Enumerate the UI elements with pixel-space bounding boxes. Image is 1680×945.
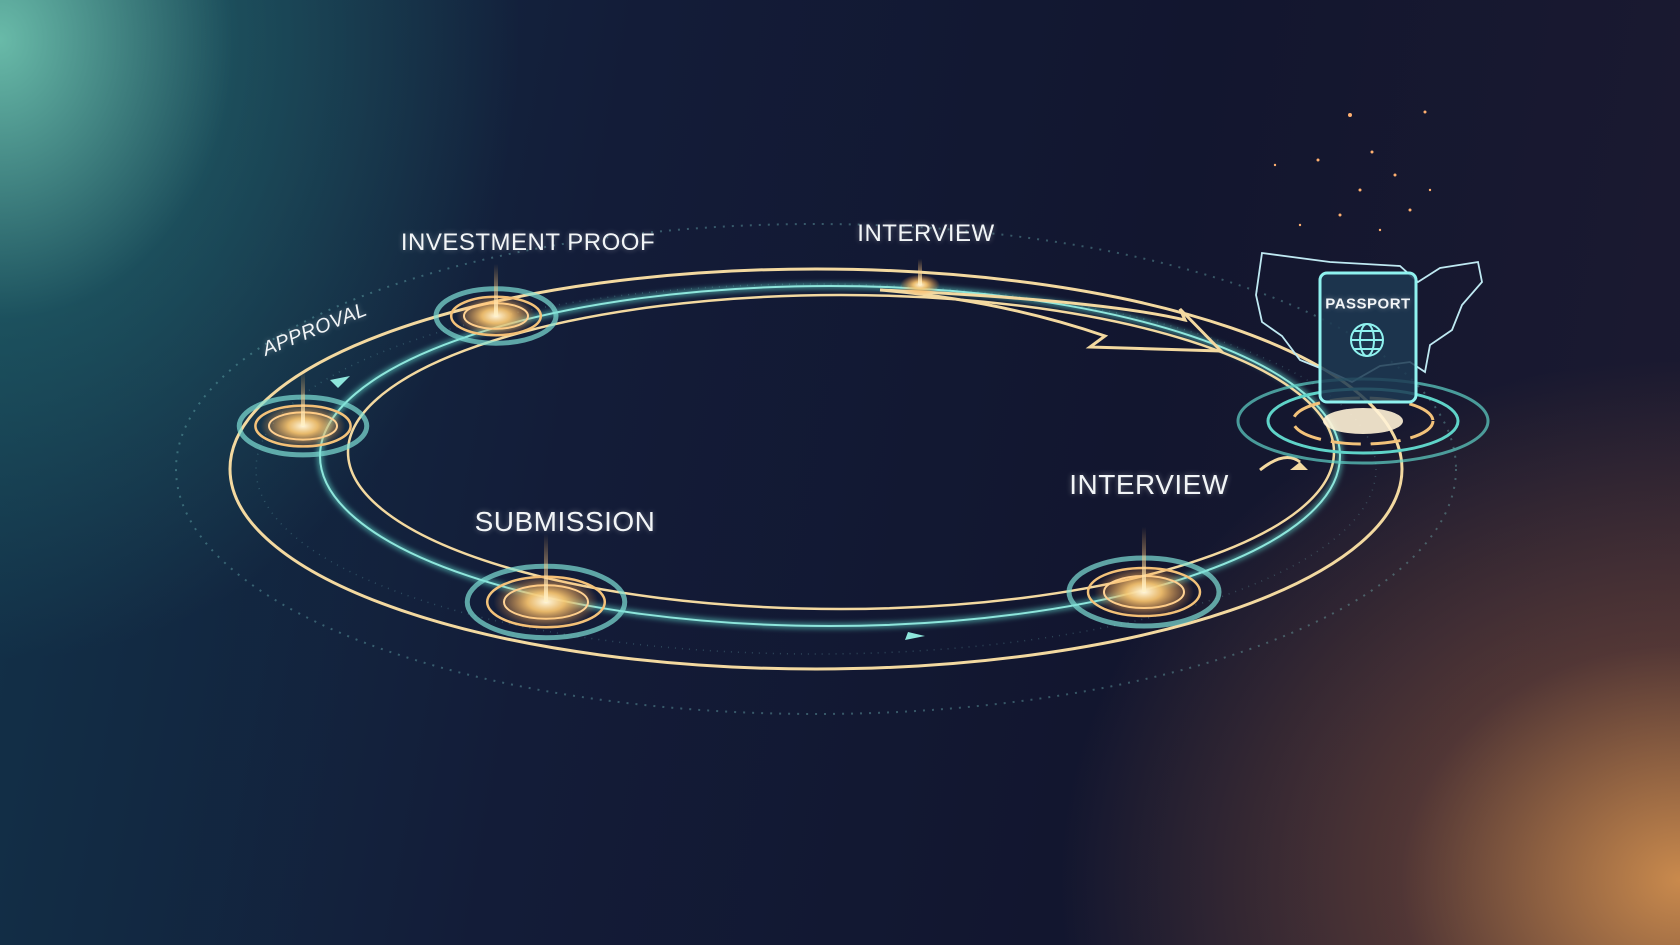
passport-card bbox=[1318, 271, 1418, 404]
stage-node-approval bbox=[236, 370, 370, 458]
stage-node-investment-proof bbox=[433, 264, 559, 346]
outer-gold-ring bbox=[228, 267, 1404, 671]
stage-label-investment-proof: INVESTMENT PROOF bbox=[400, 229, 656, 256]
stage-label-interview-top: INTERVIEW bbox=[857, 220, 995, 247]
stage-label-submission: SUBMISSION bbox=[474, 506, 656, 537]
passport-label: PASSPORT bbox=[1325, 295, 1411, 313]
arrowhead-icon bbox=[330, 376, 350, 388]
usa-map-outline bbox=[1255, 251, 1483, 384]
globe-icon bbox=[1350, 323, 1384, 357]
cyan-ring bbox=[319, 285, 1341, 627]
arrow-to-passport bbox=[879, 288, 1225, 353]
arrowhead-icon bbox=[905, 632, 925, 640]
sparkles bbox=[1273, 110, 1432, 232]
dotted-halo bbox=[175, 223, 1457, 715]
stage-label-interview-bottom: INTERVIEW bbox=[1069, 469, 1229, 500]
arrowhead-icon bbox=[1290, 462, 1308, 470]
stage-node-interview-top bbox=[900, 259, 940, 296]
stage-node-submission bbox=[464, 533, 628, 641]
stage-node-interview bbox=[1066, 527, 1222, 629]
